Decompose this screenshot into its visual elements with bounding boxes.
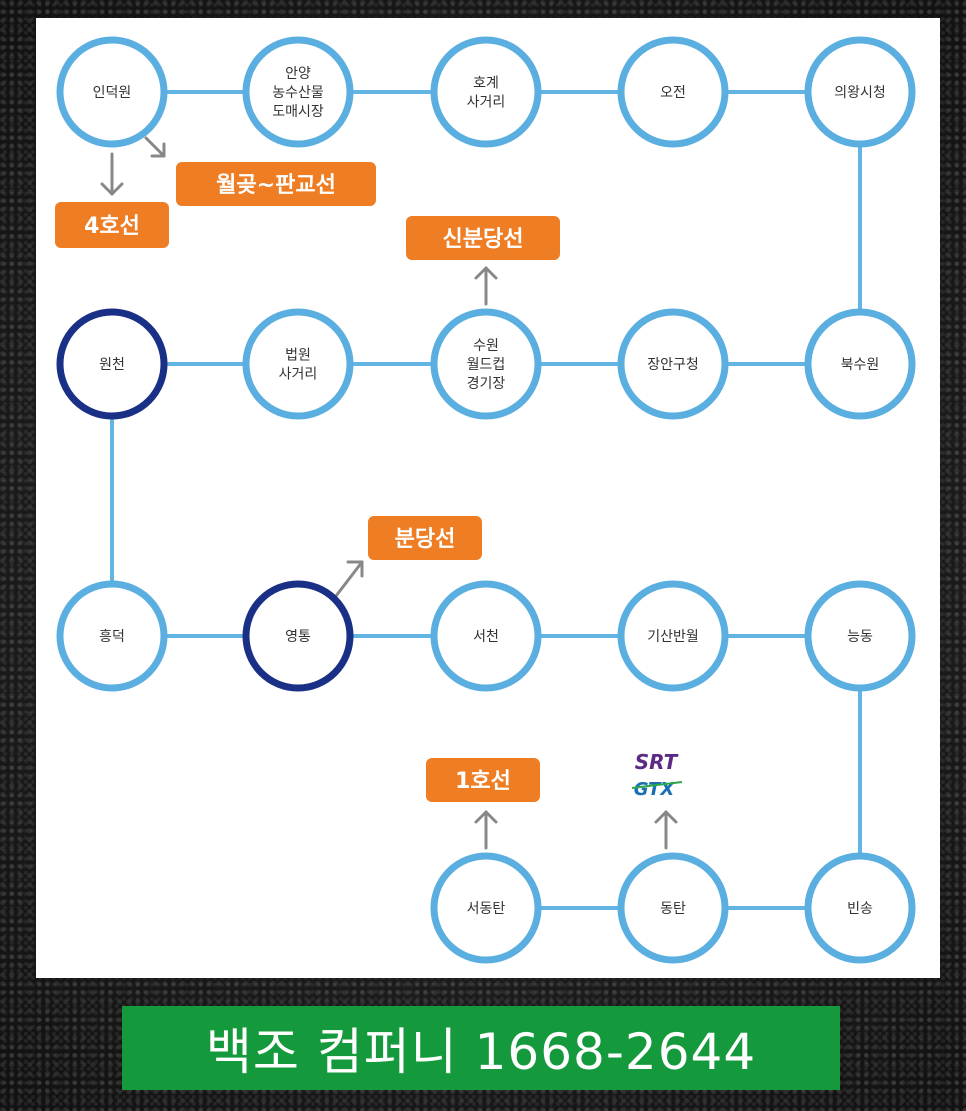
srt-logo-text: SRT bbox=[635, 750, 679, 774]
station-label: 오전 bbox=[660, 85, 686, 101]
station-jangan: 장안구청 bbox=[617, 308, 729, 420]
station-label: 인덕원 bbox=[93, 85, 132, 101]
station-circle bbox=[56, 36, 168, 148]
station-circle bbox=[617, 852, 729, 964]
tag-bundang: 분당선 bbox=[368, 516, 482, 560]
station-ojeon: 오전 bbox=[617, 36, 729, 148]
station-label: 농수산물 bbox=[272, 85, 324, 101]
gtx-logo-text: GTX bbox=[634, 779, 676, 800]
station-label: 원천 bbox=[99, 357, 125, 373]
station-dongtan: 동탄 bbox=[617, 852, 729, 964]
tag-bundang-label: 분당선 bbox=[395, 527, 456, 552]
station-circle bbox=[242, 308, 354, 420]
transfer-arrows bbox=[100, 136, 678, 850]
station-circle bbox=[804, 36, 916, 148]
station-heungdeok: 흥덕 bbox=[56, 580, 168, 692]
route-map: 4호선 월곶~판교선 신분당선 분당선 1호선 SRT GTX 인덕원 안양농수산… bbox=[55, 36, 916, 964]
arrow-down-right-icon bbox=[144, 136, 166, 158]
station-label: 기산반월 bbox=[647, 629, 699, 645]
arrow-up-icon bbox=[474, 810, 498, 850]
station-label: 흥덕 bbox=[99, 629, 125, 645]
station-label: 영통 bbox=[285, 629, 311, 645]
station-label: 호계 bbox=[473, 76, 499, 92]
station-label: 법원 bbox=[285, 348, 311, 364]
station-label: 서천 bbox=[473, 629, 499, 645]
tag-sinbundang-label: 신분당선 bbox=[443, 227, 524, 252]
station-circle bbox=[617, 308, 729, 420]
tag-wolgot-label: 월곶~판교선 bbox=[216, 173, 336, 198]
station-label: 북수원 bbox=[841, 357, 880, 373]
station-woncheon: 원천 bbox=[56, 308, 168, 420]
station-label: 동탄 bbox=[660, 901, 686, 917]
station-yeongtong: 영통 bbox=[242, 580, 354, 692]
station-circle bbox=[56, 580, 168, 692]
station-gisan: 기산반월 bbox=[617, 580, 729, 692]
station-seodongtan: 서동탄 bbox=[430, 852, 542, 964]
station-circle bbox=[242, 36, 354, 148]
tag-wolgot: 월곶~판교선 bbox=[176, 162, 376, 206]
arrow-up-icon bbox=[474, 266, 498, 306]
station-label: 사거리 bbox=[279, 367, 318, 383]
arrow-up-right-icon bbox=[334, 560, 364, 598]
station-circle bbox=[804, 308, 916, 420]
station-circle bbox=[617, 580, 729, 692]
station-indeogwon: 인덕원 bbox=[56, 36, 168, 148]
station-label: 빈송 bbox=[847, 901, 873, 917]
arrow-up-icon bbox=[654, 810, 678, 850]
station-label: 장안구청 bbox=[647, 357, 699, 373]
station-label: 서동탄 bbox=[467, 901, 506, 917]
station-label: 도매시장 bbox=[272, 104, 324, 120]
station-circle bbox=[430, 580, 542, 692]
station-label: 월드컵 bbox=[467, 357, 506, 373]
station-circle bbox=[617, 36, 729, 148]
station-circle bbox=[804, 580, 916, 692]
station-circle bbox=[804, 852, 916, 964]
station-label: 경기장 bbox=[467, 376, 506, 392]
station-label: 수원 bbox=[473, 338, 499, 354]
station-binsong: 빈송 bbox=[804, 852, 916, 964]
tag-line4-label: 4호선 bbox=[84, 214, 140, 239]
station-label: 의왕시청 bbox=[834, 85, 886, 101]
company-banner: 백조 컴퍼니 1668-2644 bbox=[122, 1006, 840, 1090]
tag-line1-label: 1호선 bbox=[455, 769, 511, 794]
station-bugsuwon: 북수원 bbox=[804, 308, 916, 420]
arrow-down-icon bbox=[100, 152, 124, 196]
station-label: 안양 bbox=[285, 66, 311, 82]
srt-gtx-logo: SRT GTX bbox=[631, 750, 683, 800]
station-circle bbox=[242, 580, 354, 692]
station-label: 능동 bbox=[847, 629, 873, 645]
tag-line1: 1호선 bbox=[426, 758, 540, 802]
tag-line4: 4호선 bbox=[55, 202, 169, 248]
station-uiwang: 의왕시청 bbox=[804, 36, 916, 148]
tag-sinbundang: 신분당선 bbox=[406, 216, 560, 260]
station-label: 사거리 bbox=[467, 95, 506, 111]
station-seocheon: 서천 bbox=[430, 580, 542, 692]
station-circle bbox=[430, 36, 542, 148]
station-circle bbox=[430, 308, 542, 420]
company-contact-text: 백조 컴퍼니 1668-2644 bbox=[205, 1023, 757, 1081]
station-circle bbox=[56, 308, 168, 420]
station-neungdong: 능동 bbox=[804, 580, 916, 692]
station-circle bbox=[430, 852, 542, 964]
